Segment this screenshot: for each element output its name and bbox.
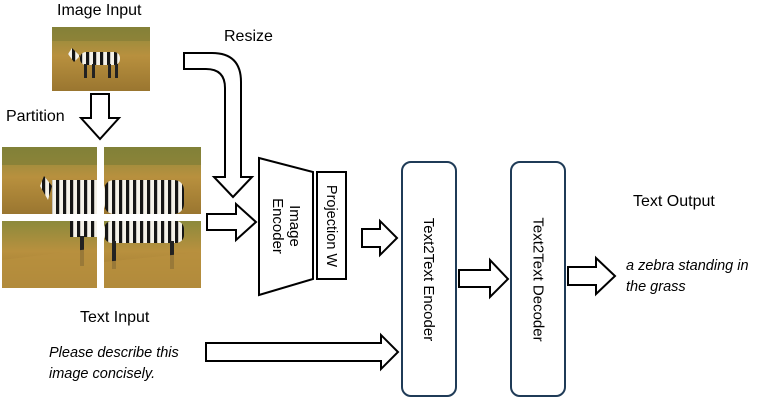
text-encoder-block (401, 161, 457, 397)
image-to-encoder-arrow (206, 201, 258, 243)
text-decoder-block (510, 161, 566, 397)
image-encoder-label-box: Image Encoder (259, 172, 313, 279)
image-input-label: Image Input (57, 2, 142, 19)
resize-arrow (183, 52, 255, 199)
image-encoder-block (258, 156, 314, 297)
text-encoder-label: Text2Text Encoder (420, 217, 438, 341)
projection-label: Projection W (323, 184, 340, 267)
image-encoder-label: Image Encoder (269, 197, 303, 254)
text-input-arrow (205, 332, 400, 372)
text-encoder-label-box: Text2Text Encoder (402, 162, 456, 396)
text-decoder-label: Text2Text Decoder (529, 216, 547, 342)
zebra-image-partitioned (2, 147, 201, 288)
text-decoder-label-box: Text2Text Decoder (511, 162, 565, 396)
projection-label-box: Projection W (317, 172, 346, 279)
prompt-text: Please describe this image concisely. (49, 345, 179, 382)
encoder-to-decoder-arrow (458, 257, 510, 300)
resize-label: Resize (224, 28, 273, 45)
text-output-label: Text Output (633, 193, 715, 210)
projection-block (316, 171, 347, 280)
decoder-to-output-arrow (567, 255, 617, 297)
projection-to-encoder-arrow (361, 218, 399, 258)
output-text: a zebra standing in the grass (626, 258, 749, 295)
partition-label: Partition (6, 108, 65, 125)
text-input-label: Text Input (80, 309, 150, 326)
partition-arrow (78, 93, 122, 141)
zebra-image-small (52, 27, 150, 91)
